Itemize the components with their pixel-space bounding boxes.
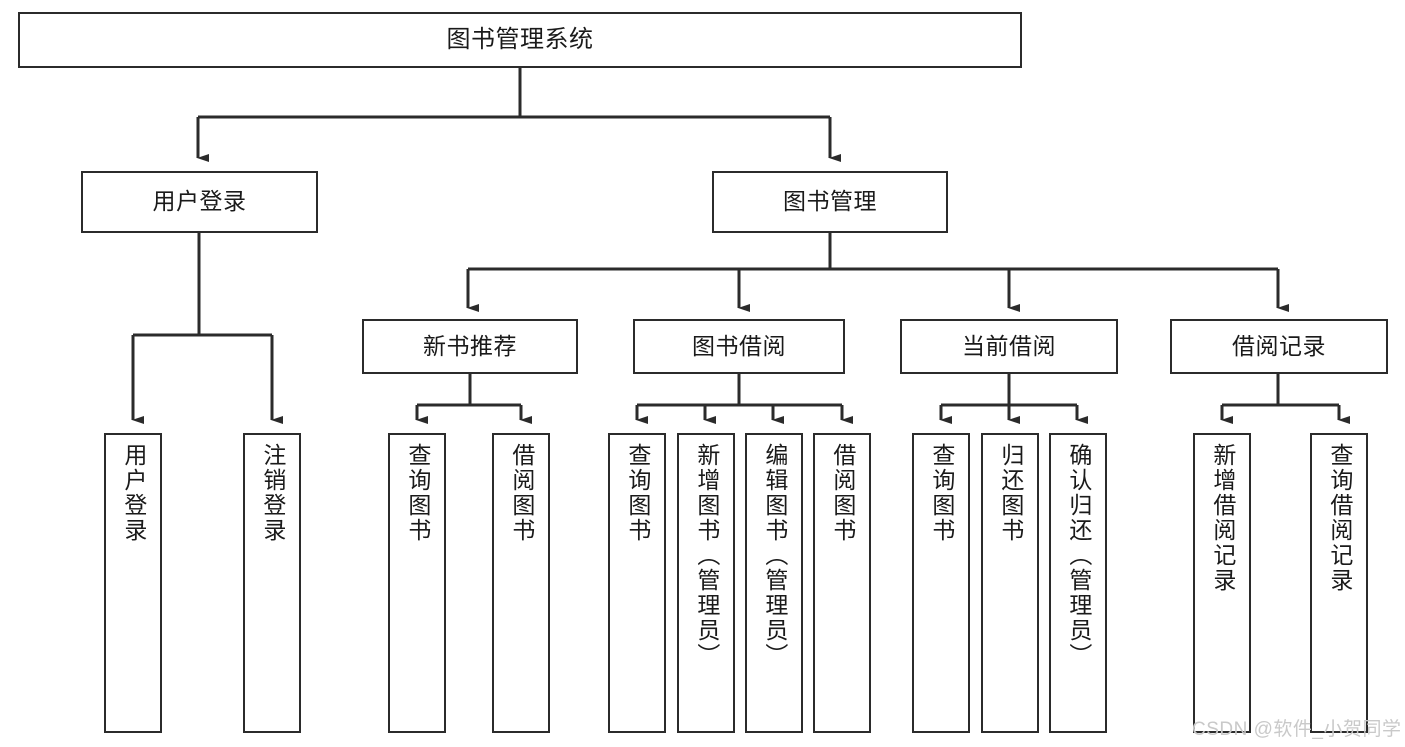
node-label: 注销登录	[259, 443, 286, 543]
node-label: 新书推荐	[423, 332, 517, 359]
leaf-new-book-query[interactable]: 查询图书	[388, 433, 446, 733]
node-user-login[interactable]: 用户登录	[81, 171, 318, 233]
node-label: 新增图书（管理员）	[693, 443, 720, 668]
node-book-borrow[interactable]: 图书借阅	[633, 319, 845, 374]
node-label: 用户登录	[152, 188, 247, 215]
leaf-user-login-login[interactable]: 用户登录	[104, 433, 162, 733]
leaf-borrow-record-add[interactable]: 新增借阅记录	[1193, 433, 1251, 733]
leaf-new-book-borrow[interactable]: 借阅图书	[492, 433, 550, 733]
node-label: 查询图书	[928, 443, 955, 543]
node-book-management[interactable]: 图书管理	[712, 171, 948, 233]
node-label: 图书管理系统	[446, 25, 594, 53]
node-label: 确认归还（管理员）	[1065, 443, 1092, 668]
node-current-borrow[interactable]: 当前借阅	[900, 319, 1118, 374]
leaf-current-borrow-query[interactable]: 查询图书	[912, 433, 970, 733]
node-label: 查询借阅记录	[1326, 443, 1353, 593]
node-root-system[interactable]: 图书管理系统	[18, 12, 1022, 68]
node-label: 查询图书	[404, 443, 431, 543]
node-label: 归还图书	[997, 443, 1024, 543]
leaf-current-borrow-confirm-return[interactable]: 确认归还（管理员）	[1049, 433, 1107, 733]
node-borrow-record[interactable]: 借阅记录	[1170, 319, 1388, 374]
node-label: 借阅图书	[829, 443, 856, 543]
leaf-book-borrow-edit[interactable]: 编辑图书（管理员）	[745, 433, 803, 733]
leaf-current-borrow-return[interactable]: 归还图书	[981, 433, 1039, 733]
csdn-watermark: CSDN @软件_小贺同学	[1192, 719, 1402, 740]
node-label: 新增借阅记录	[1209, 443, 1236, 593]
node-label: 图书借阅	[692, 332, 786, 359]
node-label: 当前借阅	[962, 332, 1056, 359]
node-label: 借阅记录	[1232, 332, 1326, 359]
leaf-user-login-logout[interactable]: 注销登录	[243, 433, 301, 733]
node-label: 图书管理	[783, 188, 877, 215]
node-label: 借阅图书	[508, 443, 535, 543]
leaf-book-borrow-borrow[interactable]: 借阅图书	[813, 433, 871, 733]
node-new-book-recommend[interactable]: 新书推荐	[362, 319, 578, 374]
node-label: 编辑图书（管理员）	[761, 443, 788, 668]
node-label: 用户登录	[120, 443, 147, 543]
node-label: 查询图书	[624, 443, 651, 543]
leaf-book-borrow-add[interactable]: 新增图书（管理员）	[677, 433, 735, 733]
leaf-book-borrow-query[interactable]: 查询图书	[608, 433, 666, 733]
leaf-borrow-record-query[interactable]: 查询借阅记录	[1310, 433, 1368, 733]
